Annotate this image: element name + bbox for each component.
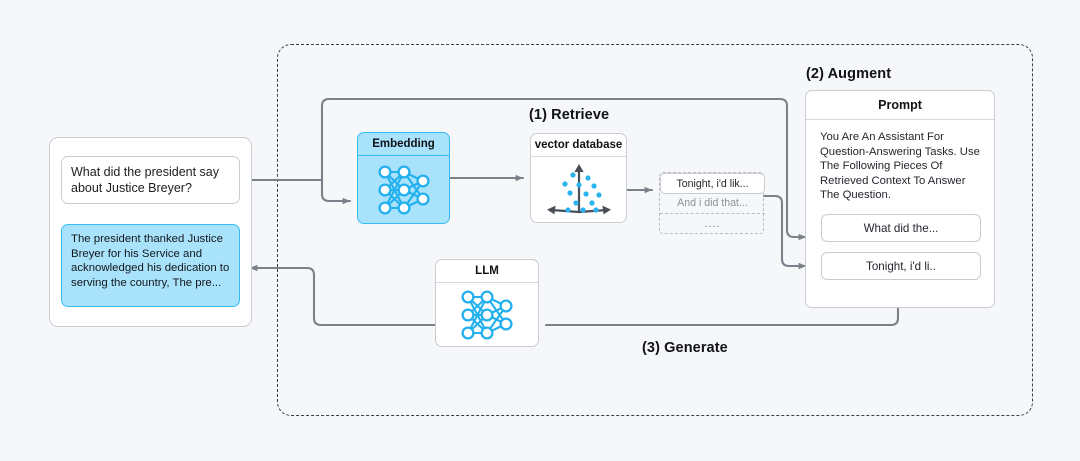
vector-database-node-body [531,157,626,222]
embedding-node-title: Embedding [358,133,449,156]
prompt-chip-context[interactable]: Tonight, i'd li.. [821,252,981,280]
retrieved-chunks-stack: Tonight, i'd lik... And i did that... ..… [659,172,765,234]
vector-scatter-axes-icon [546,163,611,214]
embedding-node[interactable]: Embedding [357,132,450,224]
step-label-retrieve: (1) Retrieve [529,107,610,123]
neural-network-icon [377,164,430,215]
neural-network-icon [461,289,513,340]
retrieved-chunk-item[interactable]: Tonight, i'd lik... [660,173,765,194]
prompt-panel[interactable]: Prompt You Are An Assistant For Question… [805,90,995,308]
retrieved-chunk-item[interactable]: And i did that... [660,193,765,214]
vector-database-node[interactable]: vector database [530,133,627,223]
retrieved-chunk-item[interactable]: .... [704,218,721,230]
llm-node-body [436,283,538,346]
prompt-panel-title: Prompt [806,91,994,120]
user-question-box[interactable]: What did the president say about Justice… [61,156,240,204]
prompt-instruction-text: You Are An Assistant For Question-Answer… [820,131,980,202]
generated-answer-box[interactable]: The president thanked Justice Breyer for… [61,224,240,307]
embedding-node-body [358,156,449,223]
llm-node-title: LLM [436,260,538,283]
pipeline-dashed-container [277,44,1033,416]
generated-answer-text: The president thanked Justice Breyer for… [71,233,230,289]
step-label-generate: (3) Generate [642,340,728,356]
user-question-text: What did the president say about Justice… [71,165,219,195]
llm-node[interactable]: LLM [435,259,539,347]
step-label-augment: (2) Augment [806,66,892,82]
prompt-chip-question[interactable]: What did the... [821,214,981,242]
vector-database-node-title: vector database [531,134,626,157]
